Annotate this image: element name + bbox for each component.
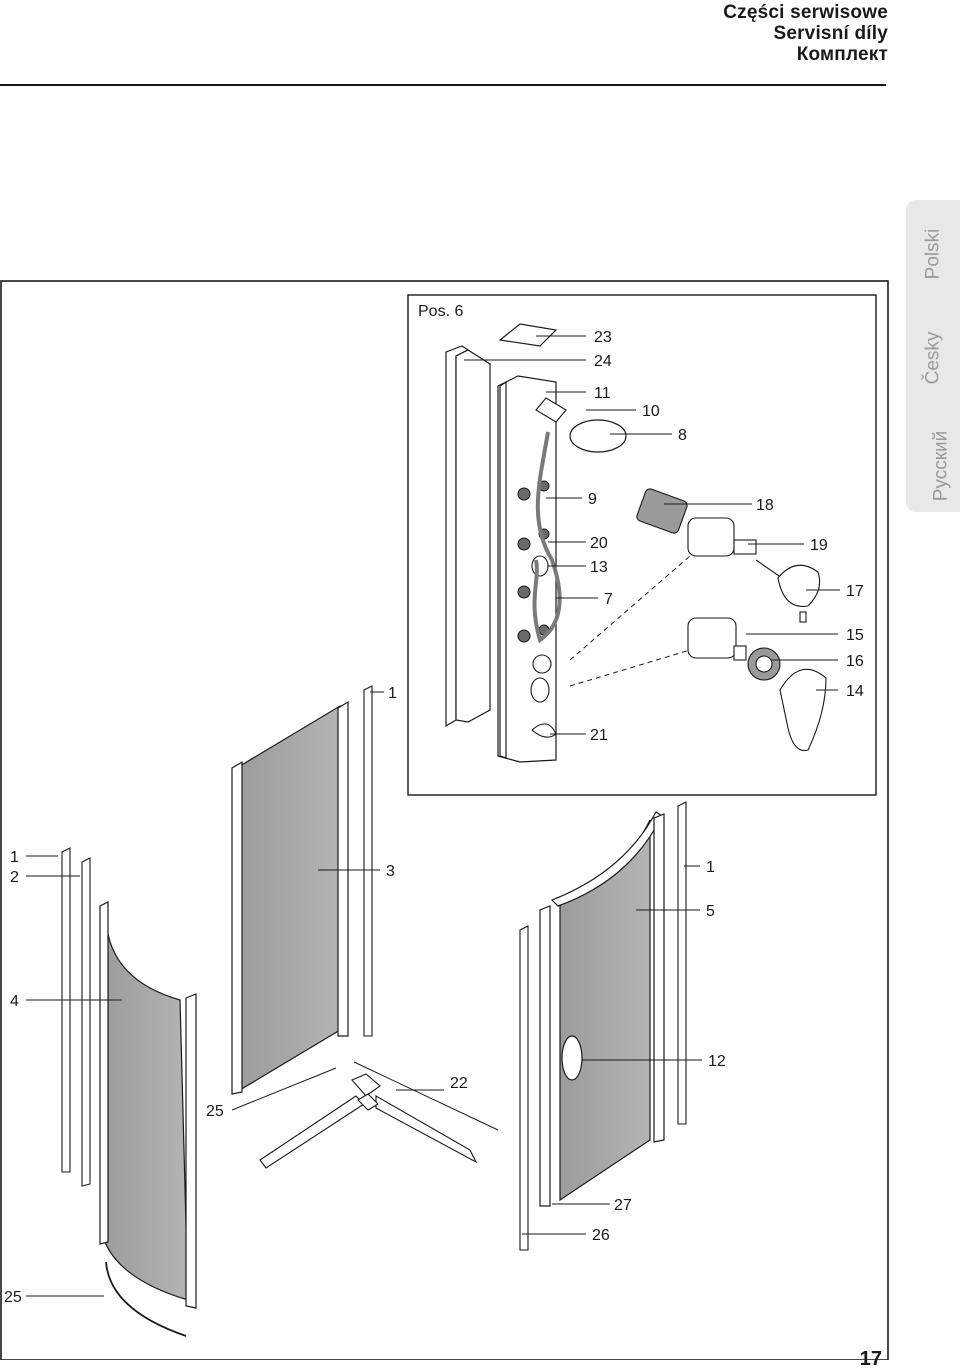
callout-18: 18: [756, 497, 774, 514]
callout-13: 13: [590, 559, 608, 576]
callout-25-seal: 25: [4, 1289, 22, 1306]
thermostatic-cartridge: [636, 488, 821, 623]
callout-24: 24: [594, 353, 612, 370]
callout-8: 8: [678, 427, 687, 444]
dimension-line-22: [353, 1061, 499, 1131]
callout-4: 4: [10, 993, 19, 1010]
leader-lines: [26, 335, 840, 1297]
page-header: Części serwisowe Servisní díly Комплект: [723, 2, 888, 65]
callout-1-door-profile: 1: [706, 859, 715, 876]
header-title-czech: Servisní díly: [773, 23, 888, 44]
side-panel-3: [231, 700, 349, 1095]
callout-10: 10: [642, 403, 660, 420]
header-title-russian: Комплект: [796, 44, 888, 65]
callout-1-side-profile: 1: [388, 685, 397, 702]
exploded-parts-diagram: Pos. 6: [0, 280, 960, 1360]
callout-2: 2: [10, 869, 19, 886]
callout-22: 22: [450, 1075, 468, 1092]
door-panel-5: [539, 811, 665, 1207]
callout-21: 21: [590, 727, 608, 744]
bottom-profiles: [259, 1073, 478, 1169]
callout-11: 11: [594, 385, 611, 402]
callout-16: 16: [846, 653, 864, 670]
callout-19: 19: [810, 537, 828, 554]
callout-5: 5: [706, 903, 715, 920]
callout-9: 9: [588, 491, 597, 508]
curved-panel-4: [99, 901, 197, 1309]
language-tab-polish[interactable]: Polski: [922, 228, 943, 280]
wall-profiles: [61, 685, 687, 1251]
door-handle-12: [561, 1035, 583, 1081]
explode-guides: [569, 555, 691, 687]
callout-26: 26: [592, 1227, 610, 1244]
callout-12: 12: [708, 1053, 726, 1070]
bottom-seal-25: [105, 1261, 187, 1337]
callout-20: 20: [590, 535, 608, 552]
shower-hose: [532, 431, 562, 644]
hand-shower-head: [569, 419, 627, 453]
callout-14: 14: [846, 683, 864, 700]
callout-27: 27: [614, 1197, 632, 1214]
hand-shower-holder: [535, 397, 567, 423]
callout-7: 7: [604, 591, 613, 608]
detail-box-title: Pos. 6: [418, 303, 463, 320]
language-tab-strip: Polski Česky Русский: [906, 200, 960, 512]
callout-17: 17: [846, 583, 864, 600]
header-divider: [0, 84, 886, 86]
diverter-cartridge: [687, 617, 827, 752]
callout-1-left-profile: 1: [10, 849, 19, 866]
callout-3: 3: [386, 863, 395, 880]
diagram-frame: [0, 280, 889, 1360]
header-title-polish: Części serwisowe: [723, 2, 888, 23]
callout-23: 23: [594, 329, 612, 346]
callout-25-tray: 25: [206, 1103, 224, 1120]
parts-drawing: Pos. 6: [0, 280, 889, 1360]
callout-15: 15: [846, 627, 864, 644]
page-number: 17: [859, 1348, 882, 1370]
